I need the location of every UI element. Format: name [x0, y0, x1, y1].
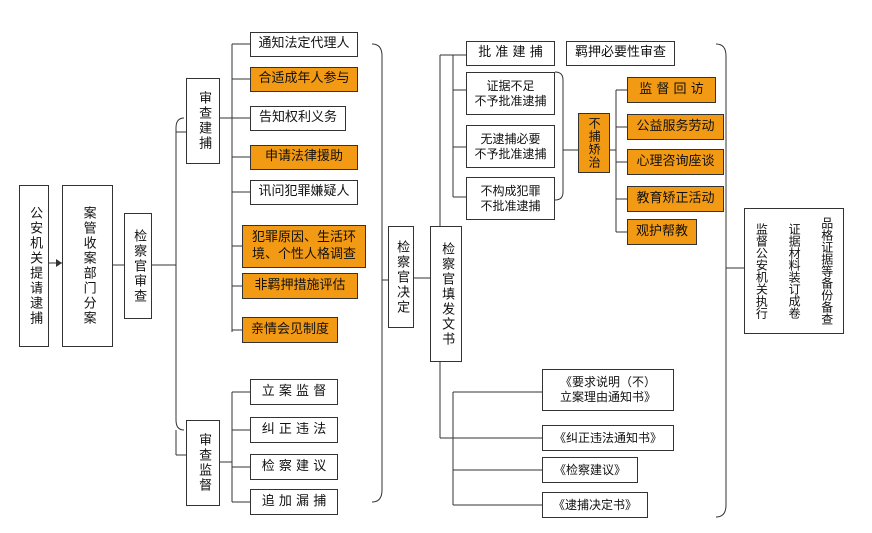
supervision-item: 纠 正 违 法 [250, 417, 338, 443]
decision-insufficient-evidence: 证据不足 不予批准逮捕 [466, 72, 555, 115]
supervision-item: 检 察 建 议 [250, 454, 338, 480]
review-item: 通知法定代理人 [250, 32, 358, 57]
decision-no-need-arrest: 无逮捕必要 不予批准逮捕 [466, 125, 555, 168]
correction-item: 心理咨询座谈 [627, 149, 724, 175]
document-item: 《检察建议》 [542, 457, 638, 483]
final-actions-box: 品格证据等备份备查 证据材料装订成卷 监督公安机关执行 [744, 208, 844, 334]
review-item-highlight: 申请法律援助 [250, 145, 358, 170]
review-item-highlight: 亲情会见制度 [242, 317, 338, 343]
correction-item: 监 督 回 访 [627, 77, 716, 103]
decision-approve-arrest: 批 准 建 捕 [466, 41, 555, 66]
document-item: 《逮捕决定书》 [542, 492, 648, 518]
review-item-highlight: 非羁押措施评估 [242, 273, 358, 299]
correction-item: 教育矫正活动 [627, 186, 724, 212]
decision-custody-necessity: 羁押必要性审查 [566, 41, 675, 66]
evidence-bound-text: 证据材料装订成卷 [787, 223, 802, 319]
prosecutor-documents-box: 检察官填发文书 [430, 226, 462, 362]
supervision-item: 立 案 监 督 [250, 379, 338, 405]
review-supervision-box: 审查监督 [186, 420, 220, 506]
decision-not-crime: 不构成犯罪 不批准逮捕 [466, 177, 555, 220]
case-management-box: 案管收案部门分案 [62, 185, 113, 347]
document-item: 《要求说明（不） 立案理由通知书》 [542, 369, 674, 411]
public-security-request-box: 公安机关提请逮捕 [19, 185, 49, 347]
review-arrest-box: 审查建捕 [186, 78, 220, 164]
prosecutor-decision-box: 检察官决定 [388, 226, 414, 328]
no-arrest-correction-box: 不捕矫治 [578, 113, 610, 173]
supervision-item: 追 加 漏 捕 [250, 489, 338, 515]
review-item: 告知权利义务 [250, 106, 346, 131]
review-item: 讯问犯罪嫌疑人 [250, 180, 358, 205]
review-item-highlight: 犯罪原因、生活环境、个性人格调查 [242, 225, 366, 268]
correction-item: 公益服务劳动 [627, 114, 724, 140]
prosecutor-review-box: 检察官审查 [124, 213, 152, 319]
review-item-highlight: 合适成年人参与 [250, 67, 358, 92]
correction-item: 观护帮教 [627, 219, 697, 245]
quality-evidence-text: 品格证据等备份备查 [819, 217, 834, 325]
supervise-execution-text: 监督公安机关执行 [754, 223, 769, 319]
document-item: 《纠正违法通知书》 [542, 425, 674, 451]
